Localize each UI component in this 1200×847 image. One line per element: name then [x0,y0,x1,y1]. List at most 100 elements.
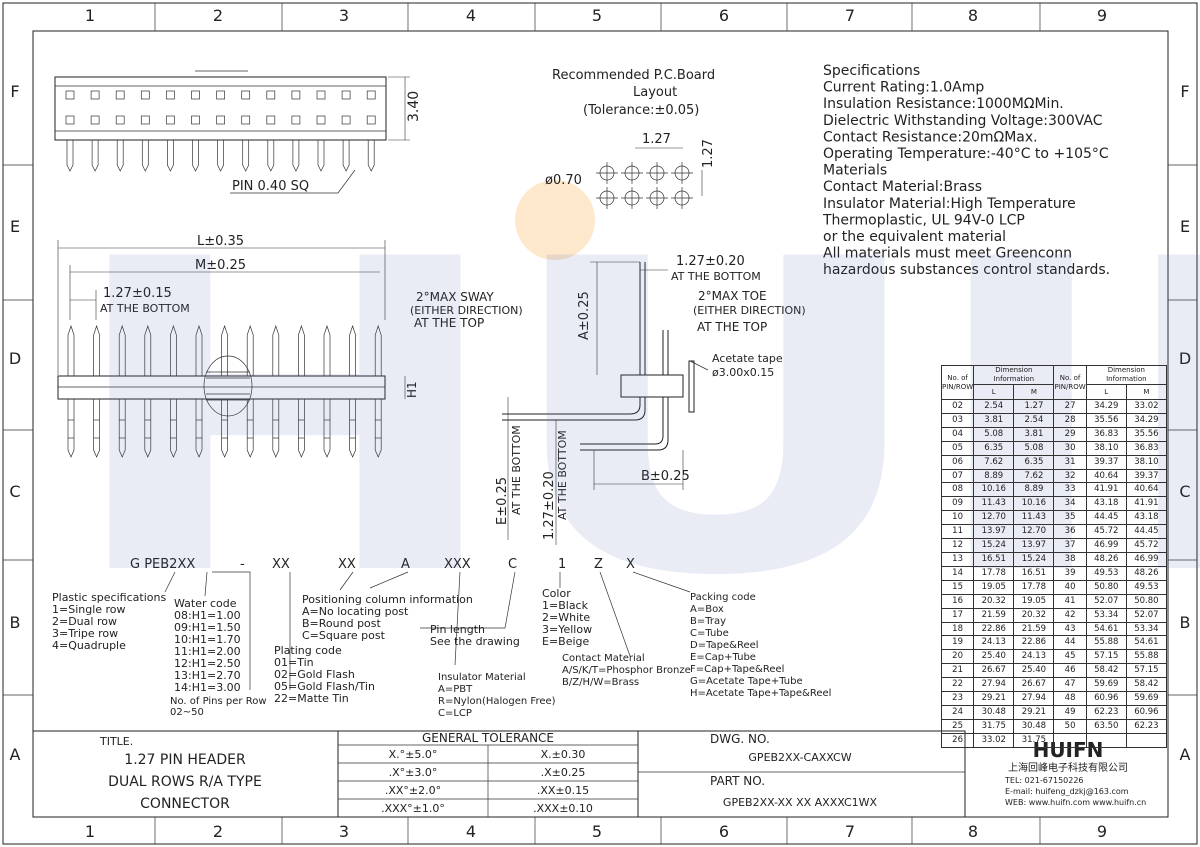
pin-length-2: See the drawing [430,635,520,648]
table-cell: 57.15 [1125,663,1168,679]
table-cell: 29.21 [1013,704,1055,720]
grid-col-bottom-8: 8 [968,822,978,841]
table-cell: 46.99 [1125,551,1168,567]
table-cell: 62.23 [1125,718,1168,734]
plating-code-4: 05=Gold Flash/Tin [274,680,375,693]
packing-code-5: D=Tape&Reel [690,640,759,651]
table-cell: 10 [940,510,975,526]
pins-per-row-2: 02~50 [170,707,204,718]
positioning-1: Positioning column information [302,593,473,606]
table-cell: 39.37 [1085,454,1127,470]
table-cell: 58.42 [1085,663,1127,679]
grid-col-bottom-4: 4 [466,822,476,841]
table-cell: 11.43 [1013,510,1055,526]
side-pitch-note: AT THE BOTTOM [671,270,761,283]
table-cell: 10.16 [1013,496,1055,512]
color-code-5: E=Beige [542,635,590,648]
color-code-3: 2=White [542,611,590,624]
table-cell: 48.26 [1085,551,1127,567]
grid-col-top-5: 5 [592,6,602,25]
th-m-1: M [1013,384,1055,400]
grid-col-top-1: 1 [85,6,95,25]
water-code-8: 14:H1=3.00 [174,681,241,694]
table-cell: 24 [940,704,975,720]
table-cell: 60.96 [1125,704,1168,720]
grid-col-top-2: 2 [213,6,223,25]
table-cell: 6.35 [1013,454,1055,470]
water-code-3: 09:H1=1.50 [174,621,241,634]
table-cell: 33.02 [1125,399,1168,414]
insulator-3: R=Nylon(Halogen Free) [438,696,556,707]
front-sway-1: 2°MAX SWAY [416,290,494,304]
water-code-6: 12:H1=2.50 [174,657,241,670]
table-cell: 26.67 [973,663,1015,679]
table-cell: 39 [1053,565,1087,581]
spec-line-1: Specifications [823,63,920,79]
side-toe-2: (EITHER DIRECTION) [693,304,806,317]
table-cell: 54.61 [1125,635,1168,651]
table-cell: 42 [1053,607,1087,623]
front-m-dim: M±0.25 [195,258,246,273]
spec-line-13: hazardous substances control standards. [823,262,1110,278]
table-cell: 33 [1053,482,1087,498]
table-cell: 30.48 [1013,718,1055,734]
grid-col-top-9: 9 [1097,6,1107,25]
company-name: 上海回峰电子科技有限公司 [1008,761,1128,774]
color-code-4: 3=Yellow [542,623,592,636]
pin-size-label: PIN 0.40 SQ [232,179,309,194]
acetate-tape-label: Acetate tape [712,352,783,365]
table-cell [1053,732,1087,748]
table-cell: 43.18 [1085,496,1127,512]
table-cell: 44.45 [1125,524,1168,540]
table-cell: 2.54 [973,399,1015,414]
company-tel: TEL: 021-67150226 [1004,776,1084,785]
table-cell: 25.40 [1013,663,1055,679]
spec-line-3: Insulation Resistance:1000MΩMin. [823,96,1064,112]
table-cell: 3.81 [1013,426,1055,442]
packing-code-9: H=Acetate Tape+Tape&Reel [690,688,831,699]
table-cell: 36 [1053,524,1087,540]
title-label: TITLE. [99,735,133,748]
table-cell: 16.51 [973,551,1015,567]
table-cell: 40 [1053,579,1087,595]
color-code-2: 1=Black [542,599,589,612]
table-cell: 7.62 [973,454,1015,470]
dwg-value: GPEB2XX-CAXXCW [748,751,851,764]
water-code-5: 11:H1=2.00 [174,645,241,658]
table-cell: 44 [1053,635,1087,651]
grid-col-bottom-6: 6 [719,822,729,841]
front-l-dim: L±0.35 [197,234,244,249]
plating-code-5: 22=Matte Tin [274,692,349,705]
table-cell: 44.45 [1085,510,1127,526]
grid-col-bottom-1: 1 [85,822,95,841]
table-cell: 22 [940,677,975,693]
code-seg-1: G PEB2XX [130,557,195,572]
table-cell: 17 [940,607,975,623]
side-toe-3: AT THE TOP [697,320,767,334]
side-b-pitch: 1.27±0.20 [542,471,557,540]
table-cell [1085,732,1127,748]
grid-col-top-3: 3 [339,6,349,25]
part-value: GPEB2XX-XX XX AXXXC1WX [723,796,878,809]
packing-code-1: Packing code [690,592,756,603]
code-seg-4: XX [338,557,356,572]
table-cell: 21.59 [973,607,1015,623]
part-label: PART NO. [710,774,765,788]
table-cell: 32 [1053,468,1087,484]
table-cell: 2.54 [1013,412,1055,428]
table-cell: 08 [940,482,975,498]
dwg-label: DWG. NO. [710,732,770,746]
watermark-dot [515,180,595,260]
table-cell [1125,732,1168,748]
front-pitch-dim: 1.27±0.15 [103,286,172,301]
table-cell: 12.70 [973,510,1015,526]
grid-row-right-B: B [1180,613,1191,632]
table-cell: 54.61 [1085,621,1127,637]
